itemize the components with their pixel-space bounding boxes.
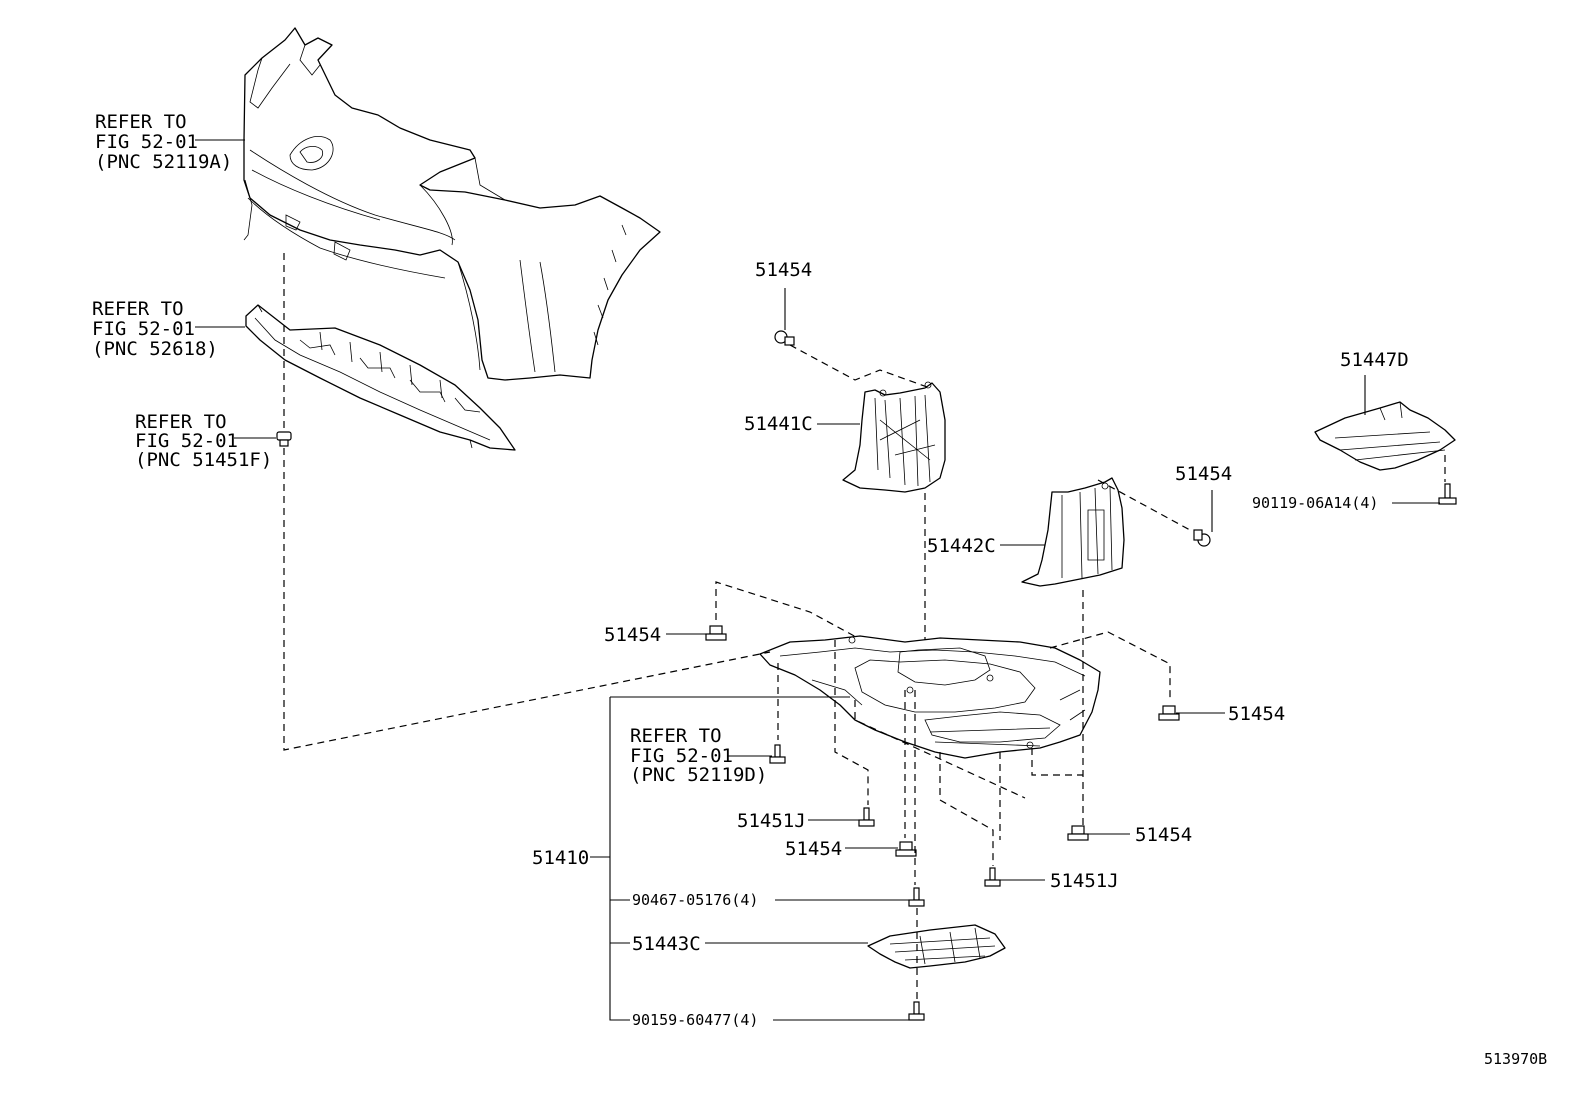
callout-90467: 90467-05176(4) [632,891,758,909]
clip-51454-mid-right-icon [1193,529,1211,547]
callout-51442C: 51442C [927,535,996,557]
clip-51454-right-icon [1158,705,1180,721]
ref-line-3: (PNC 51451F) [135,449,272,471]
shield-51442C-drawing [1021,477,1125,587]
clip-51454-lower-right-icon [1067,825,1089,841]
callout-51451J-left: 51451J [737,810,806,832]
ref-bolt-label: REFER TO FIG 52-01 (PNC 52119D) [630,725,767,786]
callout-51454-top: 51454 [755,259,812,281]
callout-90159: 90159-60477(4) [632,1011,758,1029]
clip-51454-bottom-icon [895,841,917,857]
assembly-dashed-lines [283,253,1446,1000]
callout-51447D: 51447D [1340,349,1409,371]
ref-line-2: FIG 52-01 [95,131,198,153]
engine-under-cover-51410-drawing [759,635,1101,759]
front-bumper-cover-drawing [243,27,661,381]
ref-line-1: REFER TO [92,298,184,320]
callout-51410: 51410 [532,847,589,869]
callout-51454-left: 51454 [604,624,661,646]
callout-51443C: 51443C [632,933,701,955]
ref-line-2: FIG 52-01 [92,318,195,340]
callout-90119: 90119-06A14(4) [1252,494,1378,512]
clip-51451F-icon [276,431,292,447]
callout-51454-right: 51454 [1228,703,1285,725]
clip-51454-left-icon [705,625,727,641]
bolt-51451J-left-icon [858,807,875,827]
energy-absorber-drawing [245,304,516,451]
ref-line-3: (PNC 52119D) [630,764,767,786]
ref-line-1: REFER TO [135,411,227,433]
clip-51454-top-icon [774,330,795,346]
ref-line-1: REFER TO [95,111,187,133]
bolt-90159-icon [908,1001,925,1021]
cover-51447D-drawing [1314,401,1456,471]
ref-line-1: REFER TO [630,725,722,747]
ref-bumper-label: REFER TO FIG 52-01 (PNC 52119A) [95,111,232,173]
ref-line-2: FIG 52-01 [135,430,238,452]
callout-51454-mid-right: 51454 [1175,463,1232,485]
bolt-90119-icon [1438,483,1457,505]
ref-line-3: (PNC 52618) [92,338,218,360]
cover-51443C-drawing [867,924,1006,969]
ref-clip-label: REFER TO FIG 52-01 (PNC 51451F) [135,411,272,471]
diagram-code: 513970B [1484,1050,1547,1068]
ref-line-2: FIG 52-01 [630,745,733,767]
leader-lines [195,139,1440,1021]
callout-51454-bottom: 51454 [785,838,842,860]
fasteners [276,330,1457,1021]
shield-51441C-drawing [842,381,946,493]
bolt-90467-icon [908,887,925,907]
callout-51454-lower-right: 51454 [1135,824,1192,846]
callout-51451J-right: 51451J [1050,870,1119,892]
bolt-51451J-right-icon [984,867,1001,887]
ref-line-3: (PNC 52119A) [95,151,232,173]
callout-51441C: 51441C [744,413,813,435]
bolt-52119D-icon [769,744,786,764]
ref-absorber-label: REFER TO FIG 52-01 (PNC 52618) [92,298,218,360]
